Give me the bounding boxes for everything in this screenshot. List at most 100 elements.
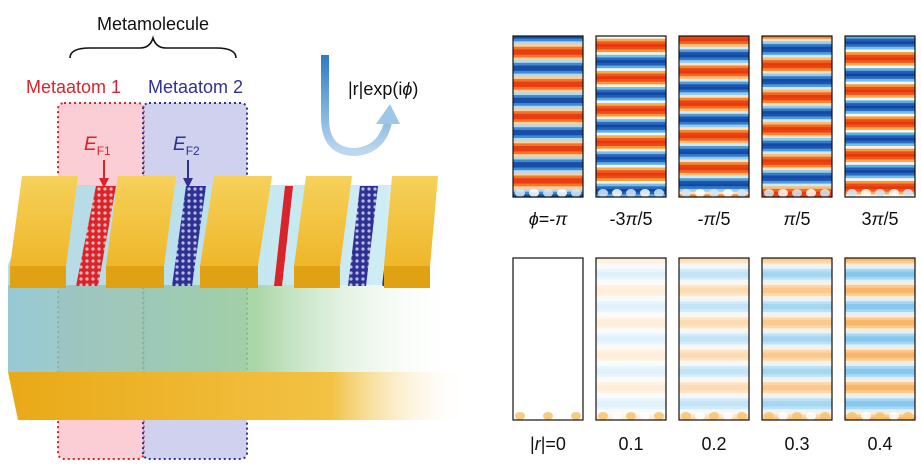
amplitude-panel-label: 0.4	[867, 434, 892, 454]
panel-frame	[844, 257, 916, 421]
near-field-spot	[861, 412, 871, 420]
near-field-spot	[709, 189, 719, 197]
substrate	[8, 285, 460, 372]
amplitude-panel-2: 0.1	[595, 257, 667, 454]
near-field-spot	[778, 189, 788, 197]
near-field-spot	[875, 189, 885, 197]
near-field-spot	[695, 412, 705, 420]
near-field-spot	[654, 189, 664, 197]
metamolecule-label: Metamolecule	[97, 14, 209, 34]
near-field-spot	[557, 412, 567, 420]
reflection-arrow	[321, 55, 392, 157]
near-field-spot	[709, 412, 719, 420]
near-field-spot	[778, 412, 788, 420]
near-field-spot	[723, 189, 733, 197]
device-schematic: Metamolecule Metaatom 1 Metaatom 2 EF1 E…	[8, 14, 470, 460]
phase-panel-2: -3π/5	[595, 35, 667, 229]
near-field-spot	[820, 412, 830, 420]
near-field-spot	[598, 189, 608, 197]
near-field-spot	[737, 189, 747, 197]
panel-frame	[595, 35, 667, 198]
graphene-strip	[348, 186, 378, 286]
near-field-spot	[681, 412, 691, 420]
amplitude-panel-1: |r|=0	[512, 257, 584, 454]
near-field-spot	[903, 189, 913, 197]
gold-bars	[10, 176, 438, 288]
amplitude-panel-3: 0.2	[678, 257, 750, 454]
metaatom1-label: Metaatom 1	[26, 77, 121, 97]
metamolecule-brace	[69, 35, 237, 59]
amplitude-field-row: |r|=0 0.1 0.2 0.3 0.4	[512, 257, 916, 454]
near-field-spot	[612, 189, 622, 197]
panel-frame	[595, 257, 667, 421]
near-field-spot	[861, 189, 871, 197]
panel-frame	[761, 257, 833, 421]
phase-panel-label: -π/5	[697, 209, 730, 229]
near-field-spot	[640, 412, 650, 420]
near-field-spot	[806, 412, 816, 420]
near-field-spot	[792, 189, 802, 197]
phase-panel-1: ϕ=-π	[512, 35, 584, 229]
near-field-spot	[612, 412, 622, 420]
near-field-spot	[903, 412, 913, 420]
near-field-spot	[626, 412, 636, 420]
near-field-spot	[515, 412, 525, 420]
bottom-gold-layer	[8, 372, 470, 420]
graphene-strip	[172, 186, 206, 286]
near-field-spot	[847, 412, 857, 420]
phase-panel-label: π/5	[783, 209, 810, 229]
near-field-spot	[723, 412, 733, 420]
ef2-arrowhead	[183, 178, 193, 188]
near-field-spot	[543, 189, 553, 197]
near-field-spot	[571, 189, 581, 197]
amplitude-panel-label: 0.2	[701, 434, 726, 454]
near-field-spot	[889, 189, 899, 197]
near-field-spot	[681, 189, 691, 197]
phase-panel-5: 3π/5	[844, 35, 916, 229]
panel-frame	[844, 35, 916, 198]
panel-frame	[512, 257, 584, 421]
graphene-strip	[76, 186, 116, 286]
near-field-spot	[764, 412, 774, 420]
phase-panel-label: ϕ=-π	[529, 209, 569, 229]
near-field-spot	[764, 189, 774, 197]
phase-panel-label: -3π/5	[609, 209, 652, 229]
phase-panel-label: 3π/5	[861, 209, 898, 229]
near-field-spot	[557, 189, 567, 197]
panel-frame	[678, 257, 750, 421]
near-field-spot	[695, 189, 705, 197]
near-field-spot	[626, 189, 636, 197]
phase-panel-4: π/5	[761, 35, 833, 229]
near-field-spot	[737, 412, 747, 420]
amplitude-panel-5: 0.4	[844, 257, 916, 454]
near-field-spot	[640, 189, 650, 197]
near-field-spot	[598, 412, 608, 420]
amplitude-panel-label: 0.3	[784, 434, 809, 454]
reflection-arrowhead	[376, 104, 400, 124]
near-field-spot	[847, 189, 857, 197]
amplitude-panel-label: |r|=0	[530, 434, 566, 454]
phase-field-row: ϕ=-π -3π/5 -π/5 π/5 3π/5	[512, 35, 916, 229]
metaatom2-label: Metaatom 2	[148, 77, 243, 97]
near-field-spot	[529, 412, 539, 420]
near-field-spot	[820, 189, 830, 197]
phase-panel-3: -π/5	[678, 35, 750, 229]
panel-frame	[678, 35, 750, 198]
near-field-spot	[543, 412, 553, 420]
near-field-spot	[654, 412, 664, 420]
amplitude-panel-label: 0.1	[618, 434, 643, 454]
ef1-arrowhead	[99, 178, 109, 188]
amplitude-panel-4: 0.3	[761, 257, 833, 454]
near-field-spot	[571, 412, 581, 420]
reflection-label: |r|exp(iϕ)	[348, 79, 418, 99]
panel-frame	[512, 35, 584, 198]
graphene-strip	[274, 186, 293, 286]
panel-frame	[761, 35, 833, 198]
ef1-label: EF1	[84, 134, 111, 158]
near-field-spot	[806, 189, 816, 197]
near-field-spot	[889, 412, 899, 420]
near-field-spot	[875, 412, 885, 420]
ef2-label: EF2	[173, 134, 200, 158]
near-field-spot	[529, 189, 539, 197]
